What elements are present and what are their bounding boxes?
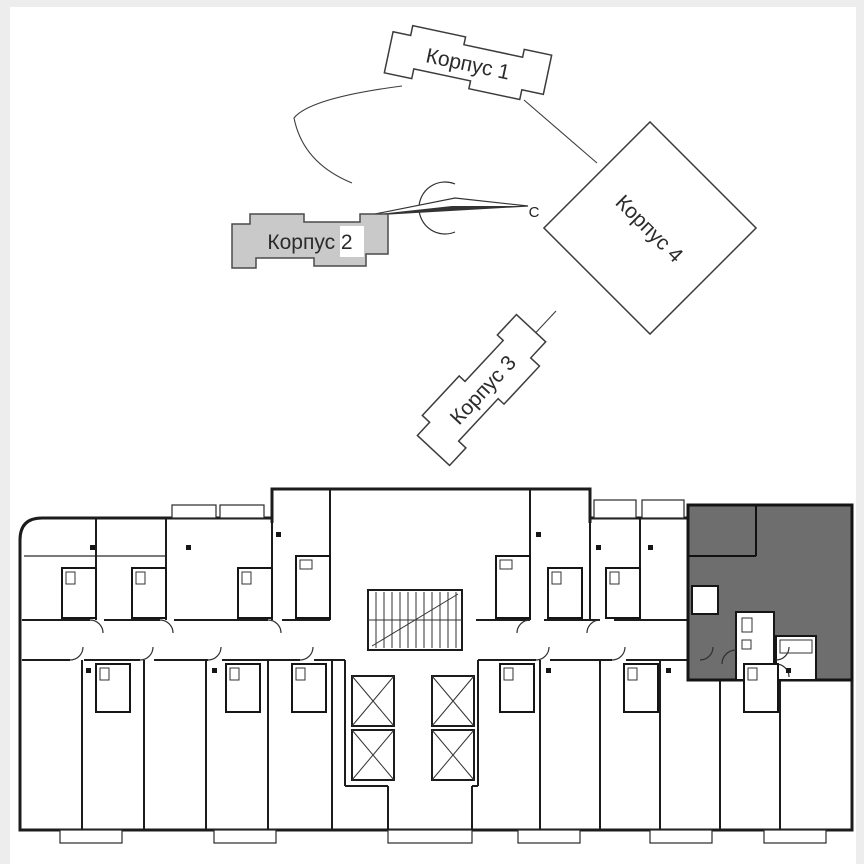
closet	[691, 585, 719, 615]
selected-apartment[interactable]	[686, 503, 854, 682]
building-korpus-2[interactable]: Корпус 2	[231, 213, 389, 269]
room-fixtures	[65, 559, 758, 681]
elevator-shaft	[351, 675, 395, 727]
elevator-shaft	[431, 729, 475, 781]
site-plan: С Корпус 1 Корпус 2 Корпус 3 Корпус 4	[231, 22, 758, 467]
floor-plan	[18, 487, 854, 844]
interior-walls	[22, 489, 852, 830]
elevator-shaft	[431, 675, 475, 727]
building-korpus-1[interactable]: Корпус 1	[383, 22, 553, 106]
selected-apartment-walls	[688, 505, 757, 557]
plan-markers	[86, 532, 791, 673]
elevator-shaft	[351, 729, 395, 781]
door-arcs	[69, 619, 790, 661]
building-korpus-3[interactable]: Корпус 3	[410, 313, 556, 467]
top-balconies	[171, 499, 685, 519]
compass-label: С	[529, 204, 540, 221]
door-arc	[721, 649, 737, 665]
bathroom-fixtures	[741, 617, 813, 654]
site-roads	[293, 85, 598, 342]
label-number-highlight	[340, 226, 364, 257]
building-korpus-4[interactable]: Корпус 4	[542, 120, 758, 336]
north-arrow-icon	[369, 181, 529, 235]
building-outline	[18, 516, 854, 832]
stairwell	[367, 589, 463, 651]
elevator-shafts	[351, 675, 475, 781]
building-label: Корпус 2	[267, 231, 352, 254]
bottom-balconies	[59, 829, 827, 844]
center-section-fill	[273, 490, 589, 524]
